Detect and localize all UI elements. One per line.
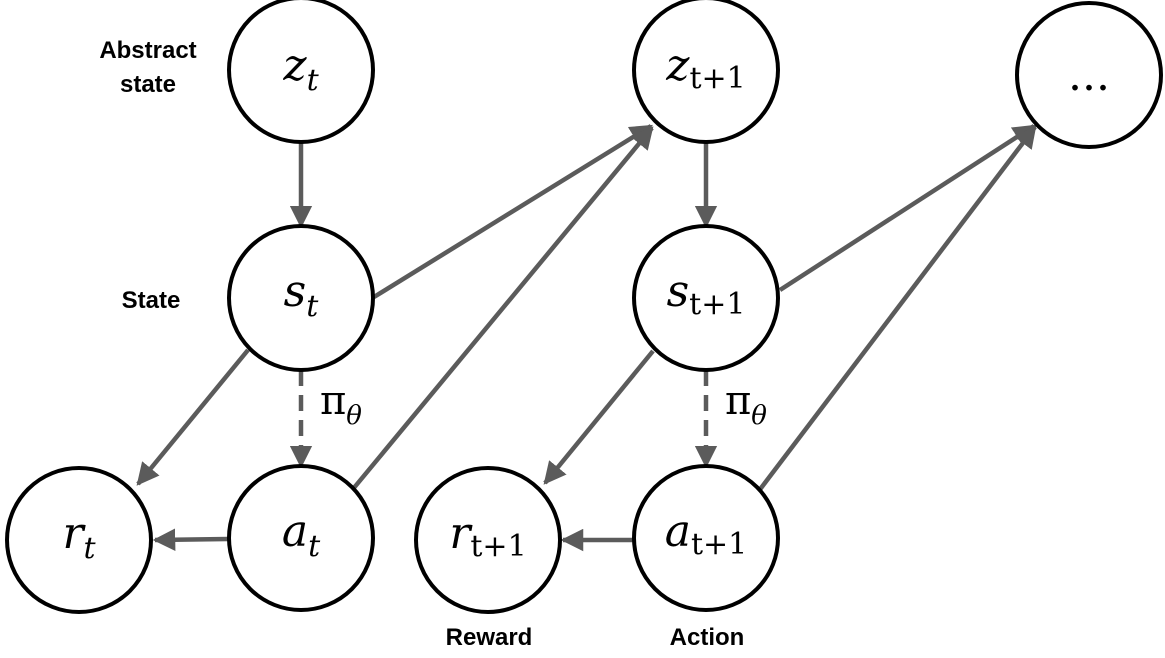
edge-a-t-to-z-t1: [351, 126, 654, 491]
edges-layer: [136, 124, 1037, 552]
svg-text:rt+1: rt+1: [449, 508, 526, 564]
edge-s-t-to-r-t: [136, 348, 250, 486]
svg-text:st: st: [284, 266, 320, 324]
svg-text:st+1: st+1: [667, 266, 746, 322]
svg-text:at+1: at+1: [665, 506, 748, 562]
node-r-t: rt: [5, 466, 153, 614]
label-action: Action: [670, 624, 745, 651]
label-abstract-state-line2: state: [120, 71, 176, 98]
edge-a-t-to-r-t: [152, 528, 229, 551]
edge-a-t1-to-ellipsis: [756, 125, 1037, 494]
policy-label-t1: πθ: [725, 378, 767, 431]
label-abstract-state-line1: Abstract: [99, 37, 196, 64]
node-z-t: zt: [227, 0, 375, 144]
edge-s-t1-to-r-t1: [543, 349, 655, 485]
policy-label-t: πθ: [320, 378, 362, 431]
svg-text:πθ: πθ: [320, 378, 362, 431]
svg-text:zt+1: zt+1: [665, 40, 745, 96]
svg-text:rt: rt: [62, 508, 96, 566]
edge-s-t-to-z-t1: [372, 124, 653, 299]
svg-text:...: ...: [1068, 50, 1110, 101]
svg-text:zt: zt: [282, 40, 319, 98]
node-ellipsis: ...: [1015, 1, 1163, 149]
node-s-t1: st+1: [632, 224, 780, 372]
edge-s-t1-to-ellipsis: [778, 124, 1036, 292]
svg-text:at: at: [282, 506, 321, 564]
node-z-t1: zt+1: [632, 0, 780, 144]
node-a-t1: at+1: [632, 464, 780, 612]
node-r-t1: rt+1: [414, 466, 562, 614]
label-reward: Reward: [446, 624, 533, 651]
node-s-t: st: [227, 224, 375, 372]
node-a-t: at: [227, 464, 375, 612]
svg-text:πθ: πθ: [725, 378, 767, 431]
label-state: State: [122, 287, 181, 314]
